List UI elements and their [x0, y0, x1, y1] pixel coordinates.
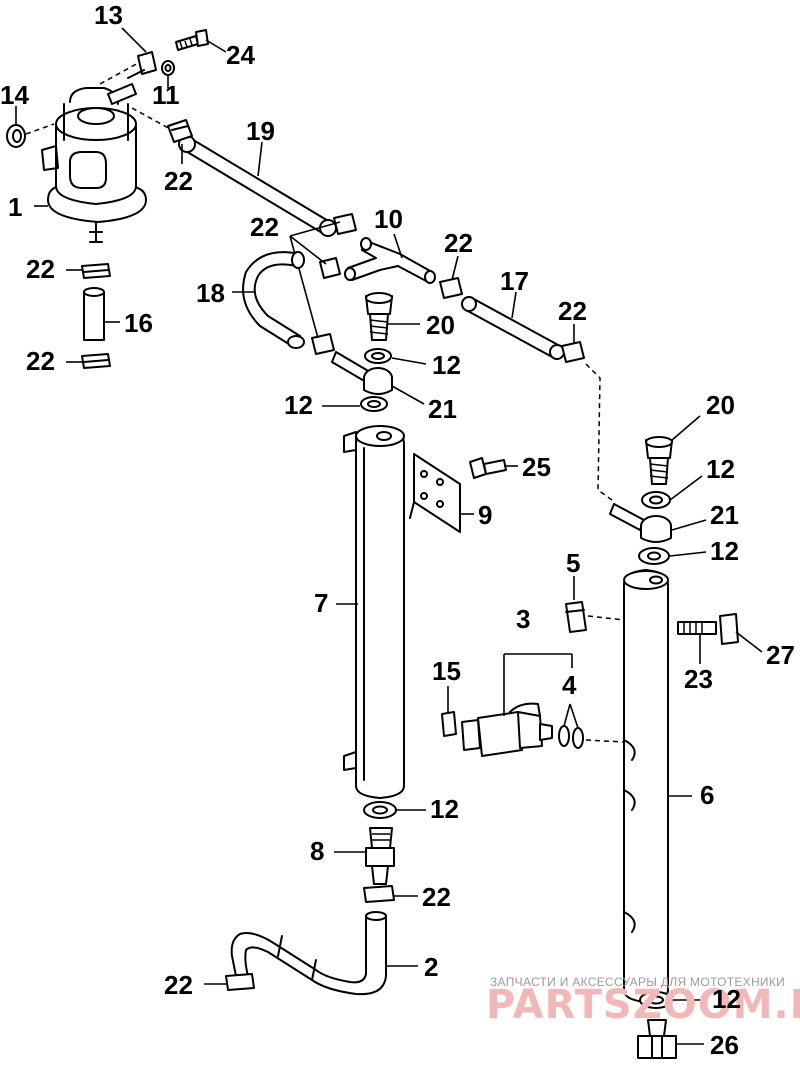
o-ring [558, 725, 570, 747]
sealing-washer [639, 991, 673, 1009]
drain-bolt [637, 1019, 677, 1059]
callout-17: 17 [500, 266, 529, 296]
grommet [6, 124, 26, 148]
fuel-filter [41, 83, 147, 243]
callout-16: 16 [124, 308, 153, 338]
callout-3: 3 [516, 604, 530, 634]
fuel-rail-6 [623, 569, 669, 1003]
fuel-hose-17 [461, 296, 565, 360]
callout-23: 23 [684, 664, 713, 694]
callout-6: 6 [700, 780, 714, 810]
callout-12: 12 [706, 454, 735, 484]
callout-12: 12 [430, 794, 459, 824]
callout-11: 11 [152, 80, 180, 110]
fuel-injector [461, 702, 553, 757]
hose-clamp [363, 885, 395, 903]
flange-nut [719, 613, 739, 645]
hose-clamp [167, 119, 193, 143]
sealing-washer [364, 348, 392, 364]
hose-clamp [561, 341, 585, 363]
sealing-washer [360, 396, 388, 412]
stud-bolt [677, 621, 717, 635]
hose-clamp [439, 277, 463, 299]
fuel-rail-7 [343, 425, 405, 799]
y-joint [344, 237, 436, 284]
sealing-washer [641, 491, 671, 509]
sealing-washer [363, 801, 397, 819]
callout-22: 22 [422, 882, 451, 912]
hose-clamp [311, 333, 335, 355]
callout-22: 22 [26, 254, 55, 284]
callout-7: 7 [314, 588, 328, 618]
callout-22: 22 [26, 346, 55, 376]
callout-14: 14 [0, 80, 29, 110]
callout-20: 20 [426, 310, 455, 340]
callout-15: 15 [432, 656, 461, 686]
screw [175, 29, 209, 51]
callout-27: 27 [766, 640, 795, 670]
callout-12: 12 [710, 536, 739, 566]
callout-18: 18 [196, 278, 225, 308]
callout-12: 12 [712, 984, 741, 1014]
sealing-washer [638, 547, 670, 565]
o-ring [572, 727, 584, 749]
callout-26: 26 [710, 1030, 739, 1060]
hose-clamp [81, 263, 111, 279]
callout-22: 22 [250, 212, 279, 242]
callout-22: 22 [444, 228, 473, 258]
callout-9: 9 [478, 500, 492, 530]
callout-22: 22 [558, 296, 587, 326]
callout-24: 24 [226, 40, 255, 70]
callout-22: 22 [164, 166, 193, 196]
fuel-hose-18 [242, 251, 305, 349]
callout-21: 21 [710, 500, 739, 530]
callout-4: 4 [562, 670, 577, 700]
union-fitting [365, 827, 395, 885]
callout-13: 13 [94, 0, 123, 30]
hose-clamp [333, 213, 357, 235]
hose-clamp [81, 353, 111, 369]
injector-cap [565, 601, 587, 633]
banjo-bolt [645, 436, 673, 485]
watermark-tagline: ЗАПЧАСТИ И АКСЕССУАРЫ ДЛЯ МОТОТЕХНИКИ [490, 975, 785, 989]
callout-20: 20 [706, 390, 735, 420]
banjo-bolt [365, 292, 393, 341]
fuel-fitting [127, 51, 157, 79]
callout-21: 21 [428, 394, 457, 424]
callout-8: 8 [310, 836, 324, 866]
bolt-25 [469, 457, 507, 479]
callout-2: 2 [424, 952, 438, 982]
callout-10: 10 [374, 204, 403, 234]
watermark-brand: PARTSZOOM.RU [486, 982, 800, 1028]
mounting-bracket [409, 453, 461, 533]
callout-19: 19 [246, 116, 275, 146]
short-fuel-hose [83, 287, 105, 341]
washer [161, 60, 175, 76]
callout-12: 12 [432, 350, 461, 380]
callout-1: 1 [8, 192, 22, 222]
callout-22: 22 [164, 970, 193, 1000]
hose-clamp [225, 973, 255, 991]
banjo-fitting [331, 351, 393, 395]
callout-5: 5 [566, 548, 580, 578]
callout-12: 12 [284, 390, 313, 420]
callout-25: 25 [522, 452, 551, 482]
banjo-fitting [609, 503, 672, 543]
fuel-hose-2 [230, 911, 387, 996]
injector-seal [441, 711, 457, 737]
